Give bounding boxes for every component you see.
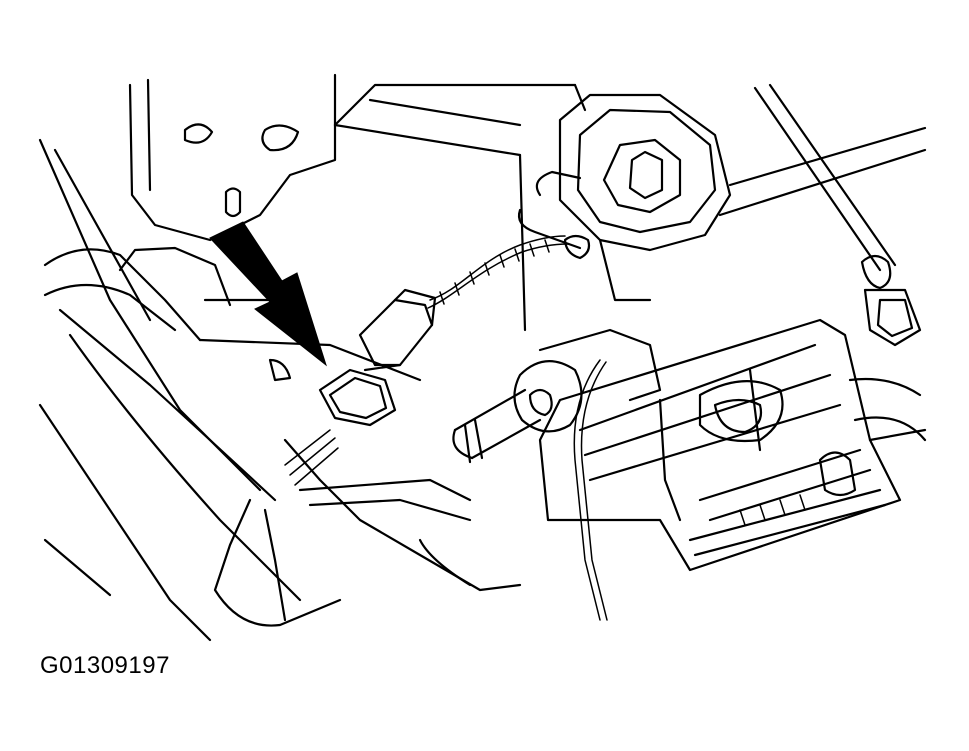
twisted-wire	[427, 235, 569, 309]
lower-wire	[418, 359, 608, 621]
ring-terminal	[452, 328, 662, 464]
harness-bundle	[38, 138, 522, 642]
socket-connector	[517, 93, 927, 302]
figure-id-label: G01309197	[40, 652, 170, 679]
plug-connector	[318, 288, 437, 427]
rod	[753, 83, 922, 347]
mounting-bracket	[128, 73, 337, 242]
grid-bracket	[538, 318, 927, 572]
center-panel	[333, 83, 587, 332]
arrow-pointer-icon	[209, 221, 327, 367]
